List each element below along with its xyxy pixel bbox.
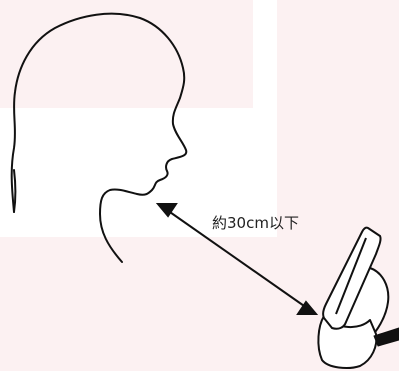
distance-label: 約30cm以下 xyxy=(212,214,299,232)
neck-back xyxy=(13,169,17,213)
device-cable xyxy=(373,327,399,347)
device-screen xyxy=(322,226,382,330)
double-arrow-icon xyxy=(155,203,319,315)
device-screen-inner xyxy=(335,237,367,315)
arrow-head-end xyxy=(296,300,319,315)
handheld-scanner-device-icon xyxy=(317,226,399,369)
arrow-shaft xyxy=(166,209,308,309)
panel-top-left xyxy=(0,0,253,108)
head-outline xyxy=(10,12,188,263)
head-silhouette-icon xyxy=(10,12,188,263)
panel-bottom-left xyxy=(0,237,277,371)
arrow-head-start xyxy=(155,203,178,218)
